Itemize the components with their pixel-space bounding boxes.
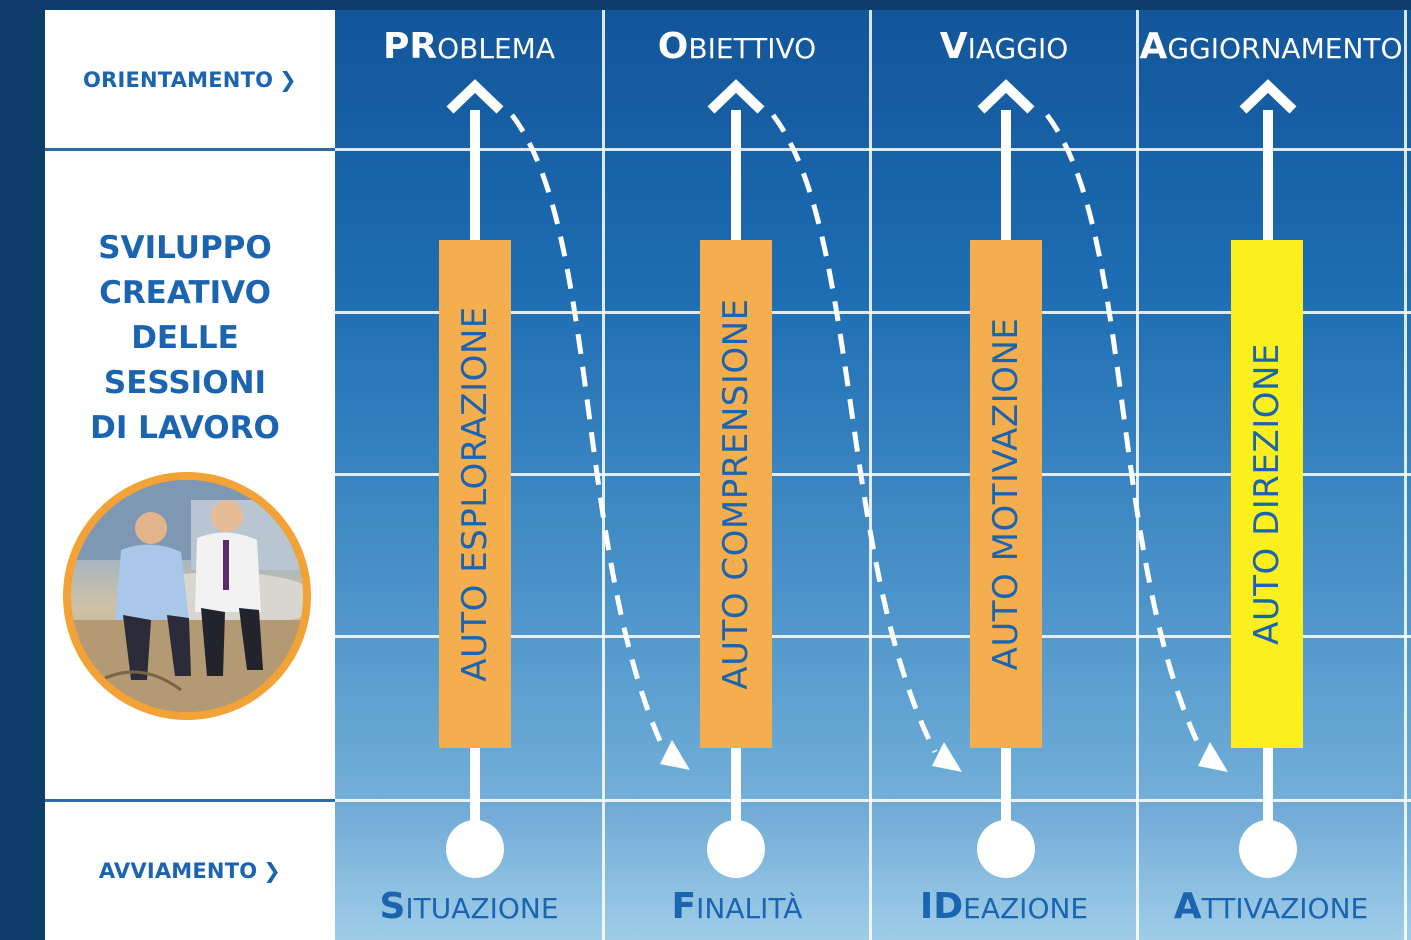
label-initial: A (1173, 886, 1202, 927)
title-initial: V (939, 26, 968, 67)
grid-line-horizontal (335, 311, 1411, 314)
bottom-band (335, 802, 1411, 940)
people-photo-icon (71, 480, 303, 712)
title-line: CREATIVO (99, 275, 271, 311)
up-arrow-icon (977, 79, 1035, 114)
title-rest: IAGGIO (967, 32, 1069, 65)
column-bottom-attivazione: ATTIVAZIONE (1136, 886, 1406, 927)
dashed-curve-arrow (510, 113, 668, 754)
label-rest: INALITÀ (696, 892, 803, 925)
bar-auto-esplorazione: AUTO ESPLORAZIONE (439, 240, 511, 748)
start-dot (707, 820, 765, 878)
arrow-head-icon (932, 742, 962, 772)
title-initial: PR (383, 26, 438, 67)
title-rest: OBLEMA (437, 32, 555, 65)
photo-frame (63, 472, 311, 720)
chevron-right-icon: ❯ (263, 859, 282, 883)
chevron-right-icon: ❯ (279, 68, 297, 92)
row-label-orientamento: ORIENTAMENTO❯ (45, 68, 335, 92)
title-initial: A (1139, 26, 1168, 67)
bar-label: AUTO DIREZIONE (1247, 343, 1287, 645)
title-rest: BIETTIVO (688, 32, 817, 65)
column-bottom-finalita: FINALITÀ (602, 886, 872, 927)
label-rest: EAZIONE (963, 892, 1089, 925)
column-title-viaggio: VIAGGIO (869, 26, 1139, 67)
label-rest: TTIVAZIONE (1201, 892, 1369, 925)
start-dot (446, 820, 504, 878)
grid-line-horizontal (335, 799, 1411, 802)
dashed-curve-arrow (1045, 113, 1205, 754)
column-bottom-ideazione: IDEAZIONE (869, 886, 1139, 927)
row-label-text: ORIENTAMENTO (83, 68, 274, 92)
row-label-avviamento: AVVIAMENTO❯ (45, 859, 335, 883)
bar-label: AUTO COMPRENSIONE (716, 298, 756, 690)
label-initial: F (671, 886, 697, 927)
row-label-text: AVVIAMENTO (98, 859, 258, 883)
up-arrow-icon (446, 79, 504, 114)
bar-auto-motivazione: AUTO MOTIVAZIONE (970, 240, 1042, 748)
column-bottom-situazione: SITUAZIONE (334, 886, 604, 927)
dashed-curve-arrow (771, 113, 938, 754)
title-rest: GGIORNAMENTO (1167, 32, 1403, 65)
column-title-aggiornamento: AGGIORNAMENTO (1136, 26, 1406, 67)
title-initial: O (657, 26, 689, 67)
bar-label: AUTO ESPLORAZIONE (455, 306, 495, 682)
title-line: DI LAVORO (90, 410, 280, 446)
column-title-obiettivo: OBIETTIVO (602, 26, 872, 67)
label-initial: ID (919, 886, 964, 927)
arrow-head-icon (1198, 742, 1228, 772)
start-dot (977, 820, 1035, 878)
bar-auto-comprensione: AUTO COMPRENSIONE (700, 240, 772, 748)
title-line: SESSIONI (103, 365, 267, 401)
grid-line-horizontal (335, 148, 1411, 151)
start-dot (1239, 820, 1297, 878)
grid-line-horizontal (335, 473, 1411, 476)
label-initial: S (379, 886, 406, 927)
left-panel-divider (45, 799, 335, 802)
left-panel-divider (45, 148, 335, 151)
arrow-head-icon (660, 740, 690, 770)
label-rest: ITUAZIONE (405, 892, 559, 925)
bar-label: AUTO MOTIVAZIONE (986, 317, 1026, 671)
up-arrow-icon (1239, 79, 1297, 114)
up-arrow-icon (707, 79, 765, 114)
grid-line-horizontal (335, 635, 1411, 638)
center-title: SVILUPPO CREATIVO DELLE SESSIONI DI LAVO… (45, 226, 325, 451)
title-line: SVILUPPO (98, 230, 272, 266)
title-line: DELLE (131, 320, 239, 356)
column-title-problema: PROBLEMA (334, 26, 604, 67)
bar-auto-direzione: AUTO DIREZIONE (1231, 240, 1303, 748)
